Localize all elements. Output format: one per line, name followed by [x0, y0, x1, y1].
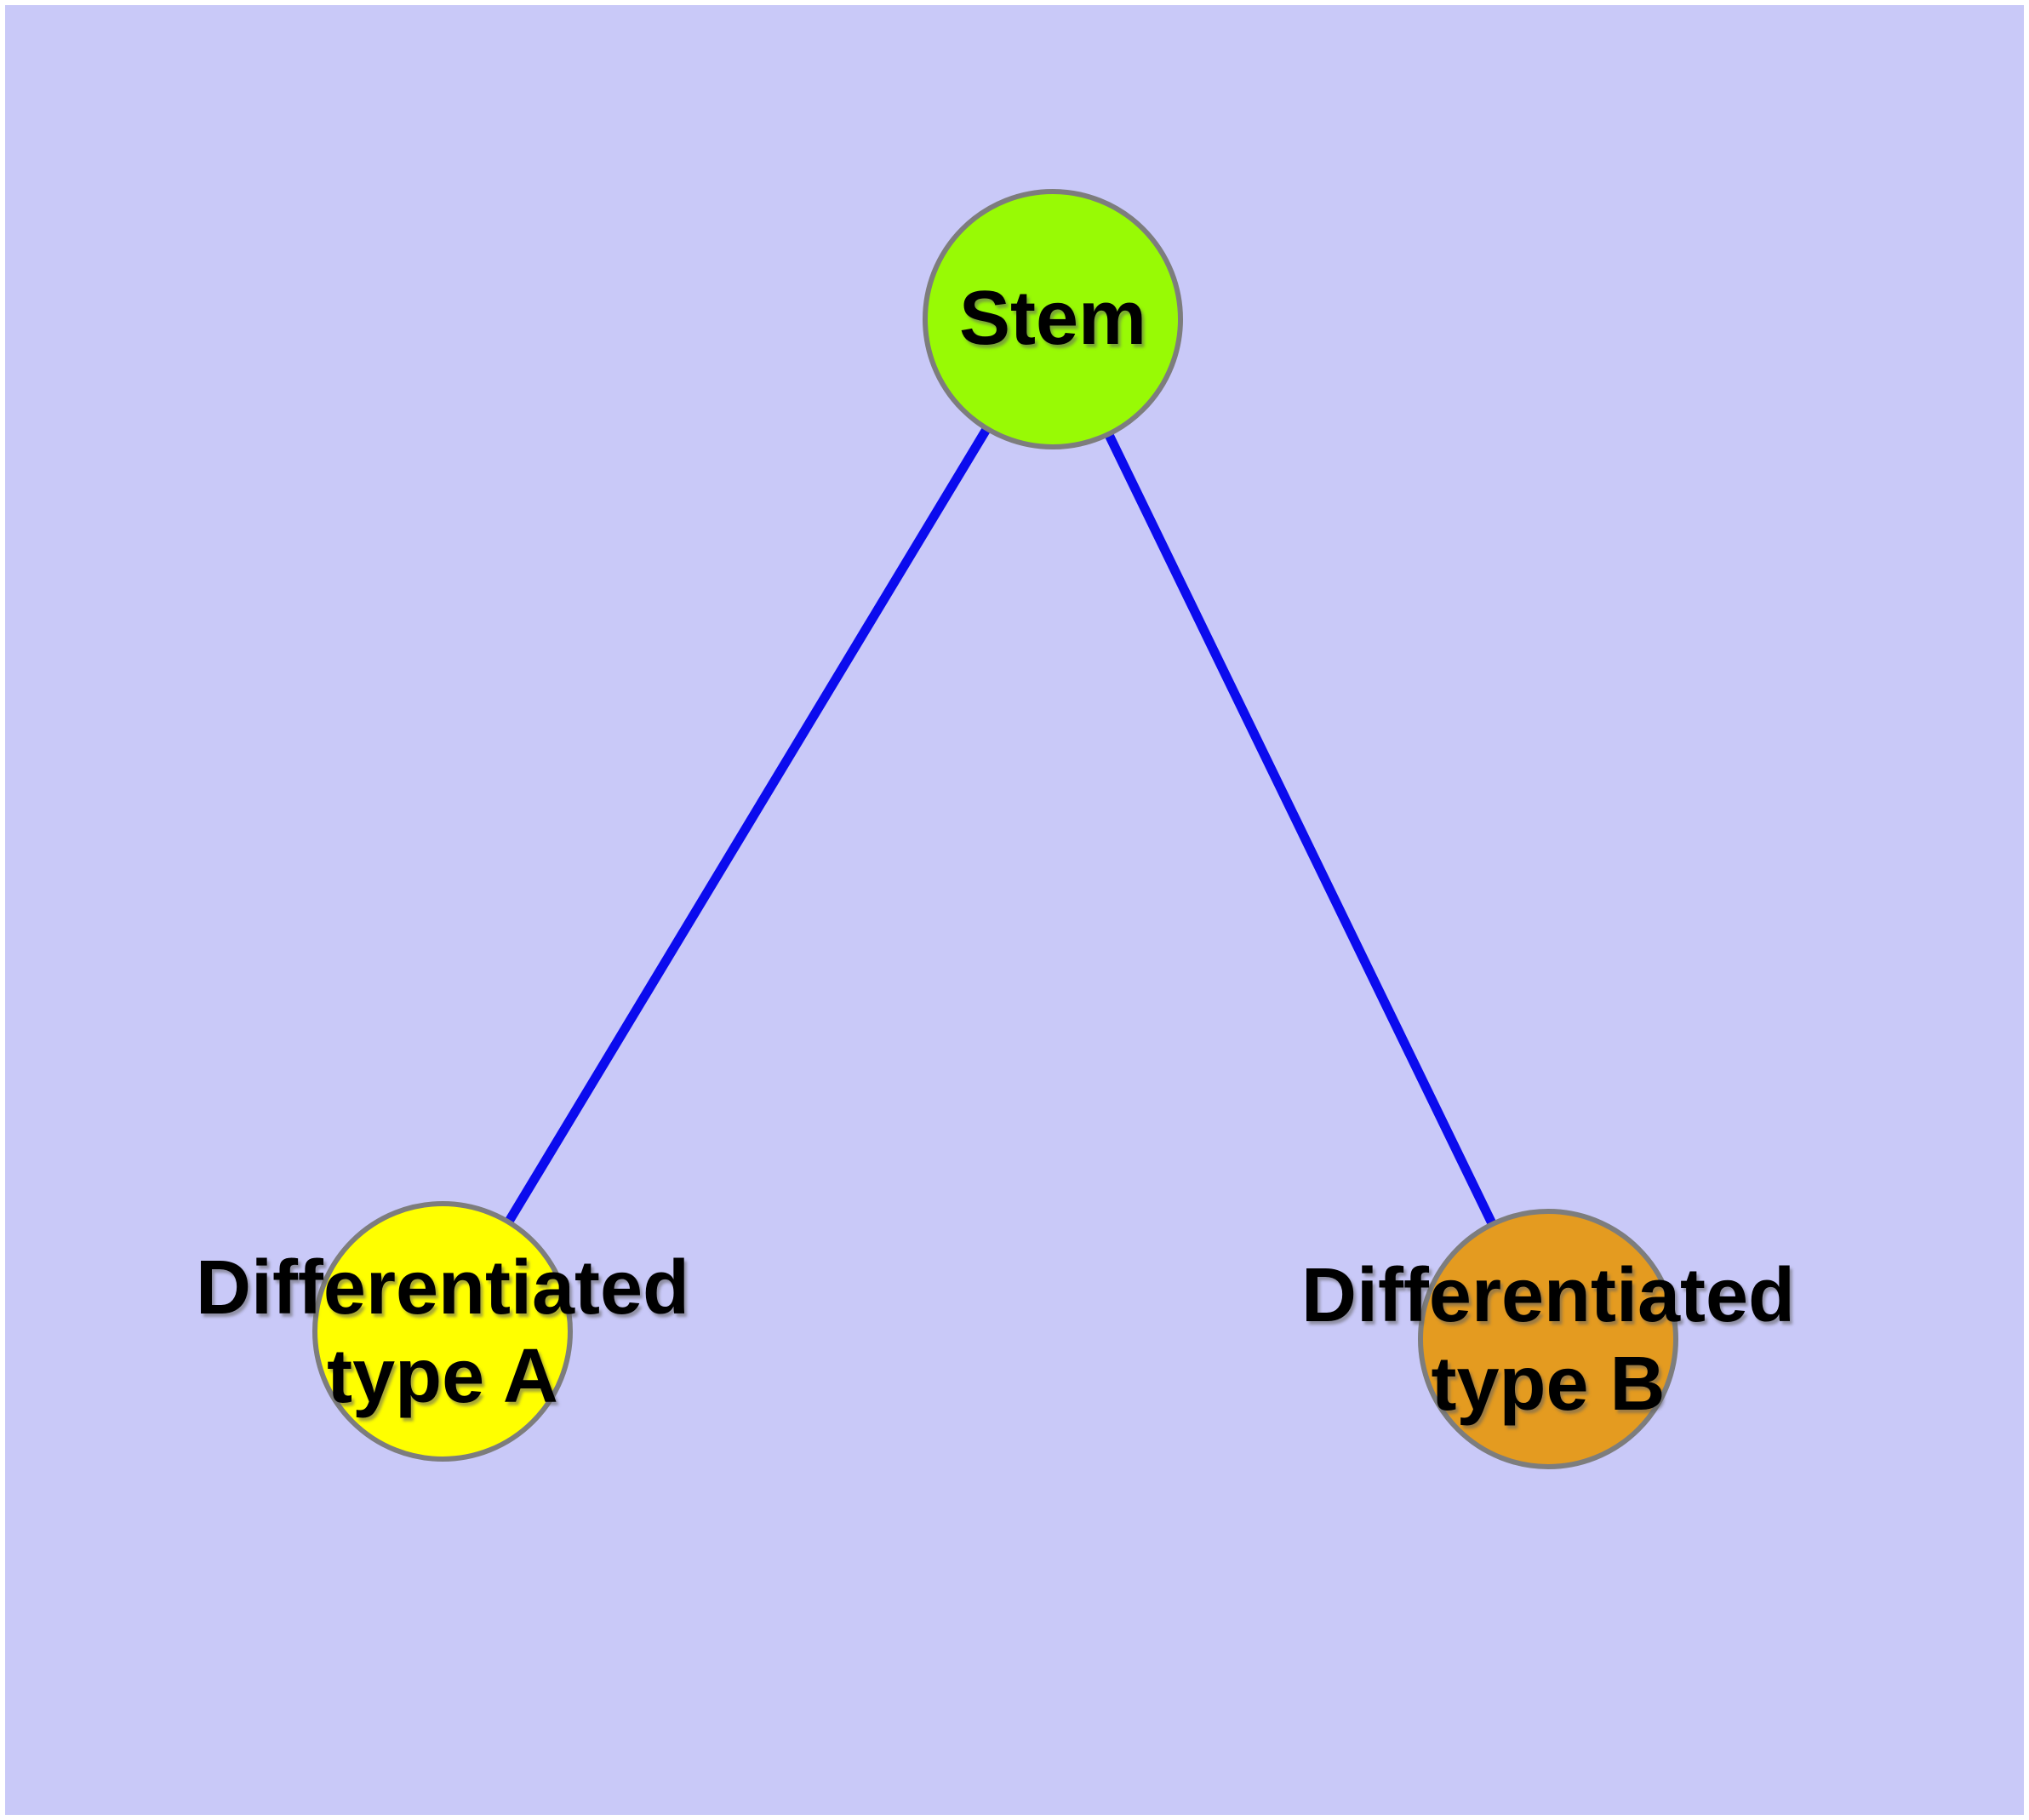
node-type-b[interactable] [1418, 1209, 1678, 1469]
node-stem-label: Stem [958, 276, 1147, 362]
node-stem[interactable]: Stem [923, 189, 1183, 449]
node-type-a[interactable] [312, 1201, 573, 1462]
edge-stem-to-type-b [1048, 314, 1553, 1344]
edge-stem-to-type-a [437, 314, 1058, 1336]
edge-layer [437, 314, 1553, 1344]
diagram-canvas: Stem Differentiated type A Differentiate… [5, 5, 2024, 1815]
